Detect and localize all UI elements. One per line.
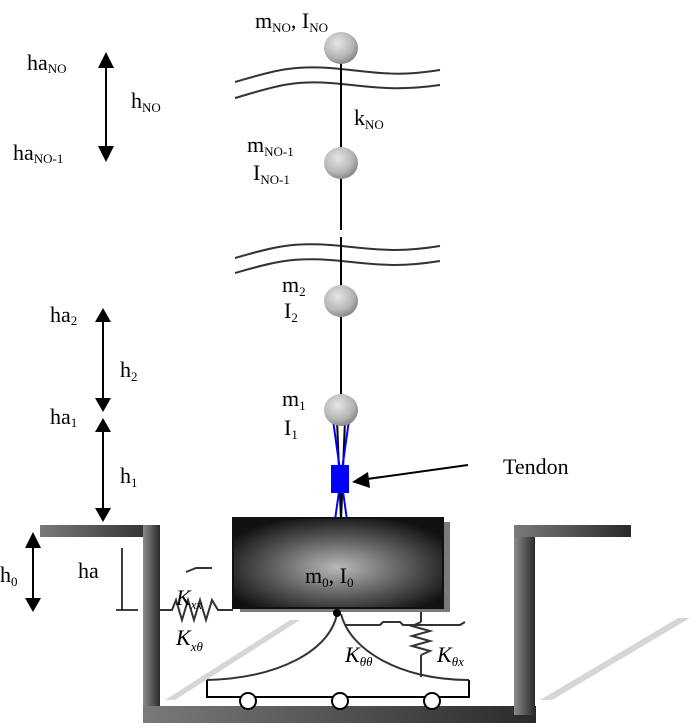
dimension-line-ha: [116, 548, 138, 611]
dimension-arrow-h-0: [25, 532, 41, 612]
label-inertia-2: I2: [284, 298, 298, 325]
vertical-spring: [345, 612, 466, 677]
label-k-xtheta: Kxθ: [175, 625, 203, 654]
dimension-arrow-h-1: [95, 418, 111, 522]
pivot-point: [333, 609, 341, 617]
label-ha-2: ha2: [50, 302, 77, 328]
dimension-arrow-h-2: [95, 308, 111, 412]
dimension-arrow-h-no: [98, 52, 114, 162]
label-inertia-1: I1: [284, 415, 298, 442]
pit-floor: [143, 706, 536, 723]
tendon-arrow: [352, 464, 469, 488]
label-h-1: h1: [120, 463, 138, 490]
base-block: [232, 517, 444, 609]
break-line-middle: [234, 243, 441, 274]
horizontal-spring: [160, 567, 233, 624]
mass-ball-2: [324, 285, 358, 317]
label-h-0: h0: [0, 562, 18, 589]
label-mass-1: m1: [282, 386, 306, 413]
break-line-top: [234, 66, 441, 99]
mass-ball-1: [324, 394, 358, 426]
left-ledge: [40, 525, 160, 537]
label-tendon: Tendon: [503, 454, 569, 479]
label-mass-top: mNO, INO: [255, 8, 328, 35]
mass-ball-no-1: [324, 147, 358, 179]
label-h-no: hNO: [131, 88, 161, 115]
label-ha: ha: [78, 558, 99, 583]
right-ledge: [514, 525, 631, 537]
label-ha-no-1: haNO-1: [13, 140, 63, 166]
left-wall: [143, 525, 160, 713]
label-k-xx: Kxx: [175, 585, 202, 612]
mass-ball-top: [324, 32, 358, 64]
cart: [206, 680, 470, 710]
label-k-no: kNO: [354, 105, 384, 132]
floor-shadow-right: [540, 618, 690, 700]
label-h-2: h2: [120, 357, 138, 384]
floor-shadow-left: [165, 620, 300, 700]
label-ha-1: ha1: [50, 404, 77, 430]
right-wall: [514, 525, 535, 715]
label-ha-no: haNO: [27, 50, 67, 76]
tendon: [331, 419, 350, 521]
label-mass-no-1: mNO-1: [247, 132, 294, 159]
label-k-thetax: Kθx: [436, 642, 464, 669]
label-k-thetatheta: Kθθ: [344, 642, 373, 669]
tendon-block: [331, 465, 349, 493]
label-mass-2: m2: [282, 272, 306, 299]
rotational-spring: [206, 613, 470, 681]
label-inertia-no-1: INO-1: [253, 160, 290, 187]
label-base: m0, I0: [305, 563, 353, 590]
